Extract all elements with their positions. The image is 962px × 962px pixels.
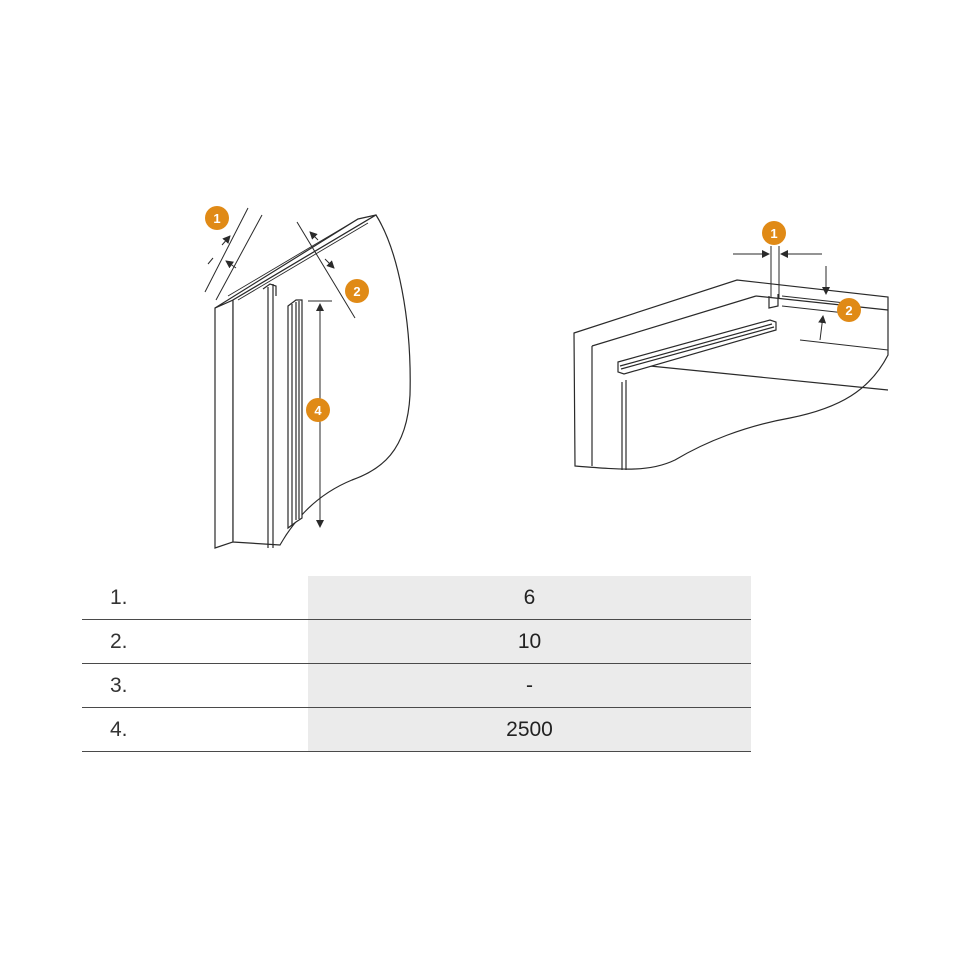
left-dimension-2 [296, 221, 356, 319]
table-row: 4. 2500 [82, 708, 751, 752]
row-label: 2. [110, 630, 128, 653]
left-panel-side [232, 214, 411, 546]
row-value: 6 [308, 576, 751, 619]
row-value: - [308, 664, 751, 707]
left-dimension-1 [204, 207, 263, 301]
right-view [573, 279, 889, 470]
left-dimension-4 [308, 300, 332, 528]
left-marker-1-label: 1 [213, 211, 220, 226]
right-marker-1-label: 1 [770, 226, 777, 241]
row-value: 2500 [308, 708, 751, 751]
left-marker-2-label: 2 [353, 284, 360, 299]
table-row: 2. 10 [82, 620, 751, 664]
right-dimension-1 [733, 246, 822, 298]
row-label: 1. [110, 586, 128, 609]
row-label: 3. [110, 674, 128, 697]
left-marker-1: 1 [205, 206, 229, 230]
table-row: 1. 6 [82, 576, 751, 620]
left-view [214, 214, 411, 549]
right-marker-1: 1 [762, 221, 786, 245]
left-profile-rail [287, 299, 303, 530]
left-marker-4: 4 [306, 398, 330, 422]
left-marker-2: 2 [345, 279, 369, 303]
right-dimension-2 [781, 266, 846, 341]
left-panel-front [214, 299, 234, 549]
row-label: 4. [110, 718, 128, 741]
left-marker-4-label: 4 [314, 403, 322, 418]
dimension-table: 1. 6 2. 10 3. - 4. 2500 [82, 576, 751, 752]
table-row: 3. - [82, 664, 751, 708]
right-marker-2-label: 2 [845, 303, 852, 318]
row-value: 10 [308, 620, 751, 663]
right-marker-2: 2 [837, 298, 861, 322]
